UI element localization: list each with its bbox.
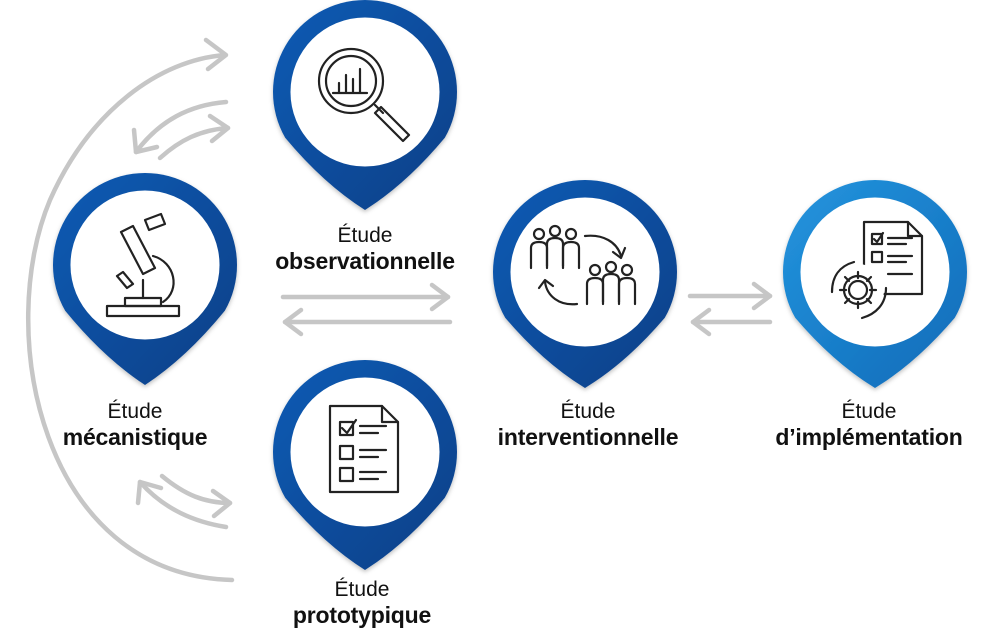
pin-interventionnelle bbox=[492, 179, 677, 388]
label-mecanistique: Étude mécanistique bbox=[40, 400, 230, 451]
label-interventionnelle-line1: Étude bbox=[560, 400, 616, 423]
label-interventionnelle: Étude interventionnelle bbox=[468, 400, 708, 451]
label-mecanistique-line2: mécanistique bbox=[62, 424, 208, 451]
pin-inner-prototypique bbox=[290, 377, 440, 527]
checklist-icon bbox=[328, 404, 400, 494]
label-observationnelle: Étude observationnelle bbox=[250, 224, 480, 275]
magnifier-chart-icon bbox=[317, 47, 411, 143]
connector-arrows bbox=[26, 37, 773, 583]
upper-left-arrow-b bbox=[157, 125, 231, 161]
label-prototypique-line1: Étude bbox=[334, 578, 390, 601]
label-mecanistique-line1: Étude bbox=[107, 400, 163, 423]
label-prototypique: Étude prototypique bbox=[262, 578, 462, 629]
pin-inner-interventionnelle bbox=[510, 197, 660, 347]
pin-prototypique bbox=[272, 360, 457, 570]
label-implementation-line1: Étude bbox=[841, 400, 897, 423]
label-interventionnelle-line2: interventionnelle bbox=[497, 424, 679, 451]
label-implementation-line2: d’implémentation bbox=[775, 424, 963, 451]
label-observationnelle-line2: observationnelle bbox=[275, 248, 455, 275]
groups-exchange-icon bbox=[529, 224, 637, 306]
pin-inner-mecanistique bbox=[70, 190, 220, 340]
microscope-icon bbox=[105, 212, 181, 318]
document-gear-icon bbox=[830, 220, 924, 320]
pin-mecanistique bbox=[52, 173, 237, 385]
pin-observationnelle bbox=[273, 0, 457, 211]
upper-left-arrow-a bbox=[133, 99, 229, 155]
label-implementation: Étude d’implémentation bbox=[744, 400, 994, 451]
lower-left-arrow-b bbox=[159, 473, 233, 506]
outer-arc-arrow bbox=[26, 52, 235, 583]
label-observationnelle-line1: Étude bbox=[337, 224, 393, 247]
label-prototypique-line2: prototypique bbox=[292, 602, 432, 629]
lower-left-arrow-a bbox=[137, 479, 229, 530]
